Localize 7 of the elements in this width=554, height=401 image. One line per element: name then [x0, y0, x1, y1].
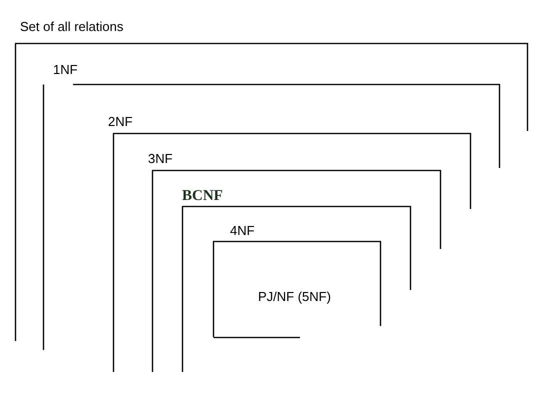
set-label: BCNF [182, 188, 223, 204]
set-label: 2NF [108, 114, 133, 130]
set-label: Set of all relations [20, 19, 124, 35]
set-label: PJ/NF (5NF) [258, 289, 331, 305]
set-label: 1NF [53, 62, 78, 78]
set-label: 3NF [148, 151, 173, 167]
set-label: 4NF [230, 223, 255, 239]
